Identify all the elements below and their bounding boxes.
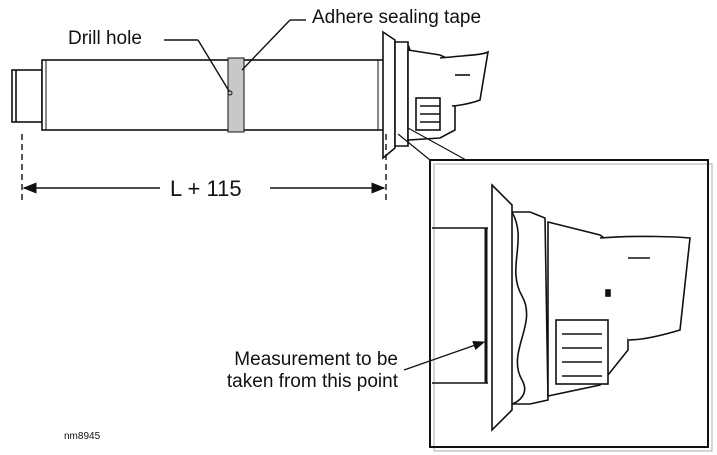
detail-callout-line-2 (397, 133, 431, 161)
detail-callout-line-1 (407, 127, 467, 161)
pipe-end-cap (11, 69, 43, 123)
sealing-tape-label: Adhere sealing tape (312, 7, 482, 28)
measurement-arrow (403, 341, 486, 371)
flue-pipe (11, 59, 388, 131)
drill-hole-label: Drill hole (68, 28, 142, 49)
measurement-note: Measurement to be taken from this point (186, 349, 398, 393)
measurement-note-line-1: Measurement to be (234, 349, 398, 370)
boiler-terminal (407, 49, 490, 141)
sealing-tape-band (227, 57, 245, 133)
drawing-reference: nm8945 (64, 431, 101, 442)
dimension-label: L + 115 (170, 176, 242, 201)
drill-hole-mark (227, 90, 233, 96)
pipe-body (41, 59, 388, 131)
detail-enlarged-view (432, 183, 691, 432)
measurement-note-line-2: taken from this point (226, 371, 398, 392)
